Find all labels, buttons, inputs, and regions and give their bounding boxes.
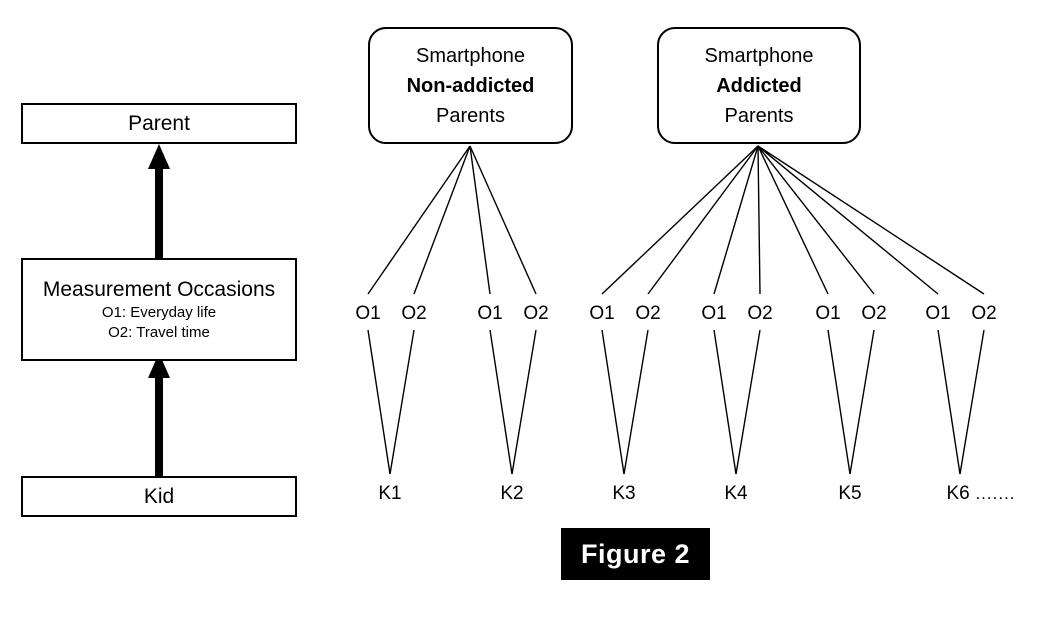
group-box-non-addicted: Smartphone Non-addicted Parents <box>368 27 573 144</box>
fan-lines-addicted <box>601 145 985 295</box>
occasion-label-k2-o2: O2 <box>523 303 549 324</box>
kid-label-k1: K1 <box>378 483 402 504</box>
group-box-addicted-line2: Addicted <box>716 74 802 97</box>
group-box-addicted: Smartphone Addicted Parents <box>657 27 861 144</box>
group-box-non-addicted-line1: Smartphone <box>416 44 525 67</box>
figure-caption: Figure 2 <box>561 528 710 580</box>
kid-label-k3: K3 <box>612 483 636 504</box>
group-box-non-addicted-line2: Non-addicted <box>406 74 535 97</box>
occasion-label-k6-o2: O2 <box>971 303 997 324</box>
occasion-label-k3-o1: O1 <box>589 303 615 324</box>
figure-caption-text: Figure 2 <box>580 538 691 569</box>
kid-label-k6-text: K6 <box>946 483 970 504</box>
occasion-label-k5-o1: O1 <box>815 303 841 324</box>
fan-lines-non-addicted <box>367 145 537 295</box>
kid-box-label: Kid <box>143 484 175 508</box>
occasion-label-k4-o1: O1 <box>701 303 727 324</box>
measurement-occasions-box: Measurement Occasions O1: Everyday life … <box>21 258 297 361</box>
group-box-non-addicted-line3: Parents <box>436 104 505 127</box>
measurement-box-line-o1: O1: Everyday life <box>101 303 217 321</box>
occasion-label-k5-o2: O2 <box>861 303 887 324</box>
kid-label-k6: K6 ....... <box>946 483 1015 505</box>
group-box-addicted-line1: Smartphone <box>704 44 814 67</box>
measurement-box-line-o2: O2: Travel time <box>108 323 210 341</box>
occasion-to-kid-lines <box>367 329 985 475</box>
occasion-label-k1-o1: O1 <box>355 303 381 324</box>
occasion-label-k2-o1: O1 <box>477 303 503 324</box>
kid-label-k6-ellipsis: ....... <box>969 484 1016 503</box>
occasion-label-k3-o2: O2 <box>635 303 661 324</box>
kid-label-k5: K5 <box>838 483 862 504</box>
parent-box-label: Parent <box>128 111 190 135</box>
occasion-label-k6-o1: O1 <box>925 303 951 324</box>
parent-box: Parent <box>21 103 297 144</box>
occasion-label-k1-o2: O2 <box>401 303 427 324</box>
kid-label-k2: K2 <box>500 483 524 504</box>
kid-box: Kid <box>21 476 297 517</box>
measurement-box-title: Measurement Occasions <box>42 277 276 301</box>
group-box-addicted-line3: Parents <box>724 104 794 127</box>
occasion-label-k4-o2: O2 <box>747 303 773 324</box>
kid-label-k4: K4 <box>724 483 748 504</box>
